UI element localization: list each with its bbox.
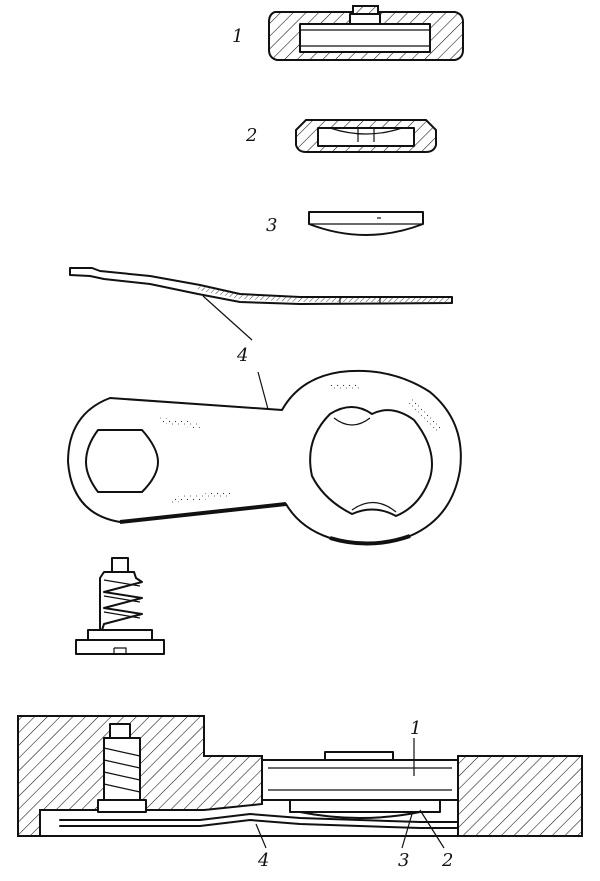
callout-3-label: 3 xyxy=(398,850,409,871)
callout-1-label: 1 xyxy=(410,718,421,739)
callout-4-label: 4 xyxy=(257,850,269,871)
callout-2-leader xyxy=(419,809,445,849)
callout-3-leader xyxy=(401,813,413,849)
part-2-jewel-setting xyxy=(295,119,437,153)
callout-4-leader xyxy=(255,823,267,849)
part-4-leader-top xyxy=(202,295,253,341)
assembly-section xyxy=(17,715,583,837)
part-3-cap-jewel xyxy=(308,211,424,236)
part-1-chaton xyxy=(268,5,464,61)
part-4-spring-side xyxy=(69,267,453,305)
callout-2-label: 2 xyxy=(441,850,453,871)
screw xyxy=(75,557,165,655)
part-4-spring-plan xyxy=(67,369,462,546)
part-1-label: 1 xyxy=(232,26,243,47)
part-2-label: 2 xyxy=(245,125,257,146)
part-4-label: 4 xyxy=(236,345,248,366)
part-3-label: 3 xyxy=(266,215,277,236)
